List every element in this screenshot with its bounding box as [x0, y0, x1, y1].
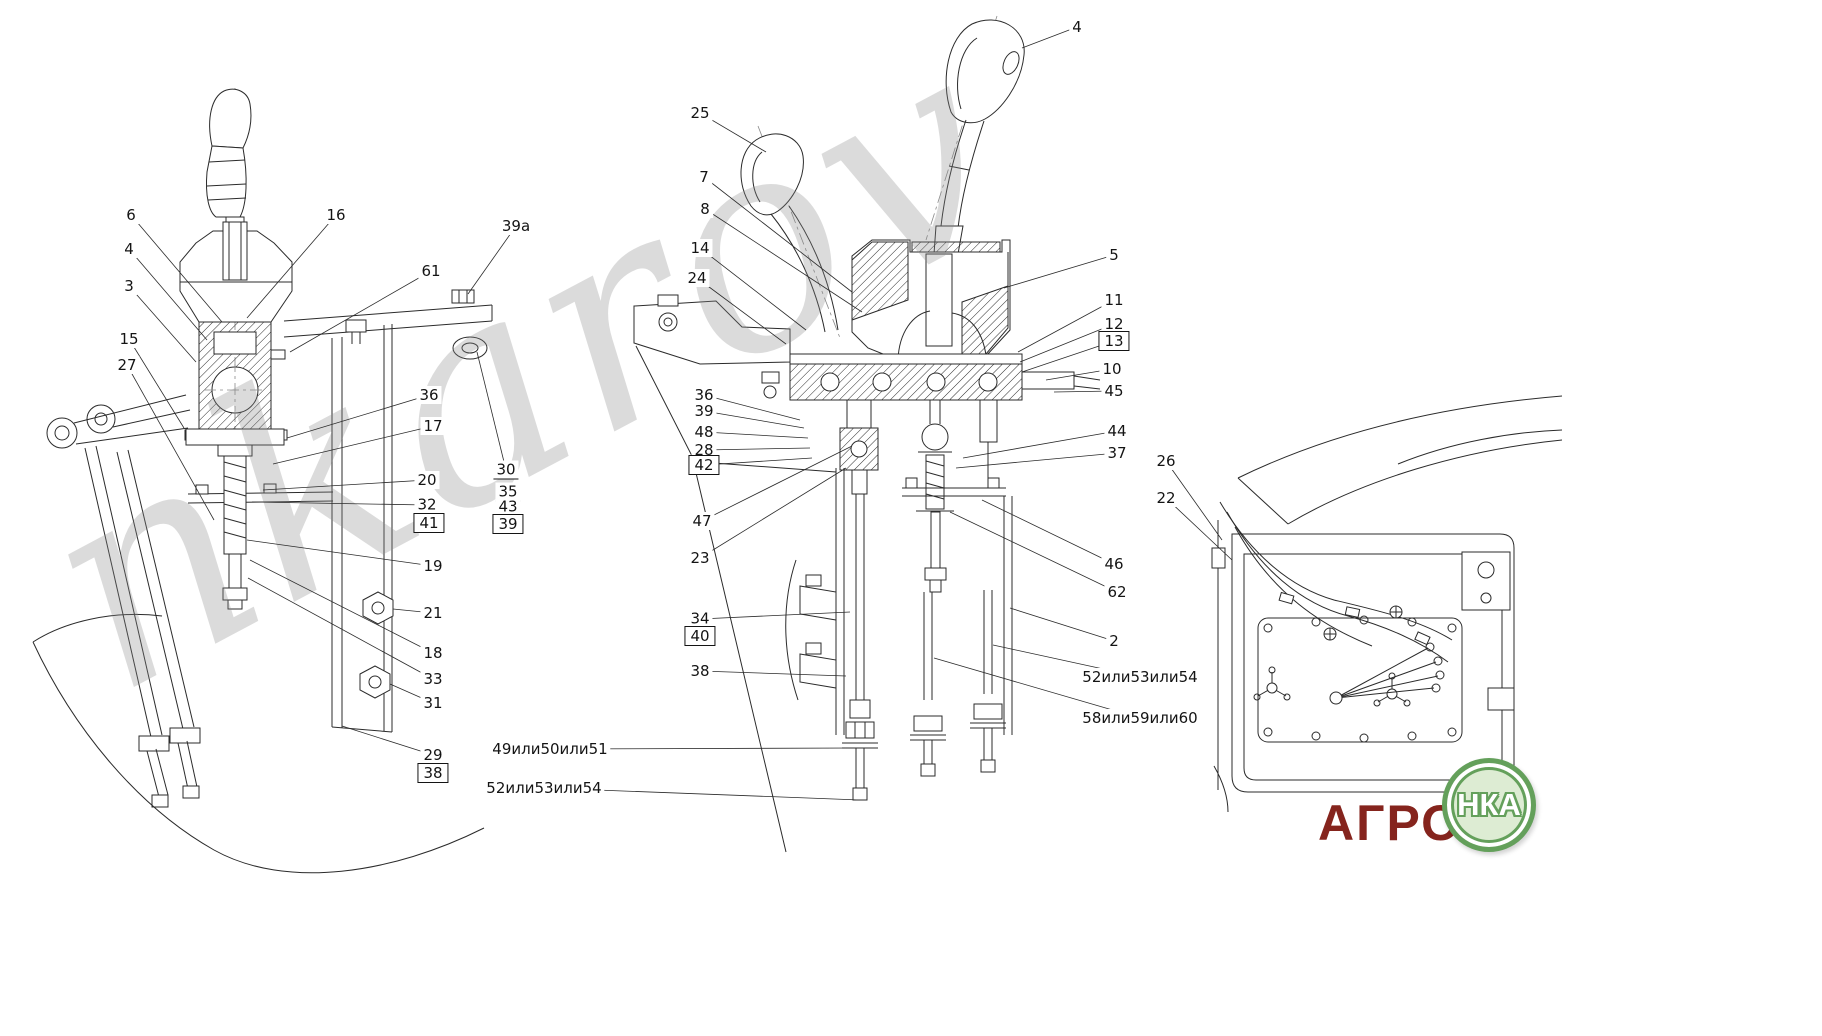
callout-center-4: 4 [1069, 18, 1085, 36]
callout-center-25: 25 [687, 104, 713, 122]
callout-center-37: 37 [1104, 444, 1130, 462]
callout-center-45: 45 [1101, 382, 1127, 400]
callout-left-29: 29 [420, 746, 446, 764]
callout-left-33: 33 [420, 670, 446, 688]
callout-center-24: 24 [684, 269, 710, 287]
brand-logo-word: АГРО [1318, 795, 1463, 851]
callout-center-12: 12 [1101, 315, 1127, 333]
callout-left-27: 27 [114, 356, 140, 374]
callout-left-36: 36 [416, 386, 442, 404]
center-view [633, 15, 1101, 853]
callout-right-22: 22 [1153, 489, 1179, 507]
callout-center-47: 47 [689, 512, 715, 530]
callout-left-6: 6 [123, 206, 139, 224]
callout-center-23: 23 [687, 549, 713, 567]
callout-center-44: 44 [1104, 422, 1130, 440]
callout-left-41: 41 [413, 513, 445, 533]
brand-logo: АГРО НКА [1318, 758, 1543, 858]
brand-logo-badge-text: НКА [1457, 787, 1521, 822]
callout-left-39: 39 [492, 514, 524, 534]
callout-left-15: 15 [116, 330, 142, 348]
left-view [32, 88, 493, 874]
callout-center-10: 10 [1099, 360, 1125, 378]
callout-center-36: 36 [691, 386, 717, 404]
callout-left-31: 31 [420, 694, 446, 712]
callout-center-5: 5 [1106, 246, 1122, 264]
callout-left-35: 35 [495, 482, 521, 502]
callout-center-38: 38 [687, 662, 713, 680]
callout-left-38: 38 [417, 763, 449, 783]
callout-center-28: 28 [691, 441, 717, 459]
callout-left-30: 30 [493, 460, 519, 480]
callout-left-4: 4 [121, 240, 137, 258]
brand-logo-badge: НКА [1442, 758, 1536, 852]
callout-left-21: 21 [420, 604, 446, 622]
callout-left-61: 61 [418, 262, 444, 280]
callout-center-58или59или60: 58или59или60 [1079, 709, 1201, 727]
callout-center-48: 48 [691, 423, 717, 441]
right-view [1211, 395, 1563, 813]
callout-center-49или50или51: 49или50или51 [489, 740, 611, 758]
callout-center-40: 40 [684, 626, 716, 646]
callout-left-19: 19 [420, 557, 446, 575]
callout-center-2: 2 [1106, 632, 1122, 650]
callout-center-42: 42 [688, 455, 720, 475]
callout-right-26: 26 [1153, 452, 1179, 470]
callout-left-17: 17 [420, 417, 446, 435]
callout-center-52или53или54: 52или53или54 [483, 779, 605, 797]
callout-left-20: 20 [414, 471, 440, 489]
callout-center-52или53или54: 52или53или54 [1079, 668, 1201, 686]
callout-left-3: 3 [121, 277, 137, 295]
callout-center-14: 14 [687, 239, 713, 257]
callout-left-16: 16 [323, 206, 349, 224]
callout-center-39: 39 [691, 402, 717, 420]
callout-center-46: 46 [1101, 555, 1127, 573]
callout-center-13: 13 [1098, 331, 1130, 351]
callout-left-32: 32 [414, 495, 440, 515]
callout-left-39a: 39a [498, 217, 534, 235]
callout-center-62: 62 [1104, 583, 1130, 601]
callout-left-18: 18 [420, 644, 446, 662]
callout-center-7: 7 [696, 168, 712, 186]
callout-center-8: 8 [697, 200, 713, 218]
callout-center-11: 11 [1101, 291, 1127, 309]
